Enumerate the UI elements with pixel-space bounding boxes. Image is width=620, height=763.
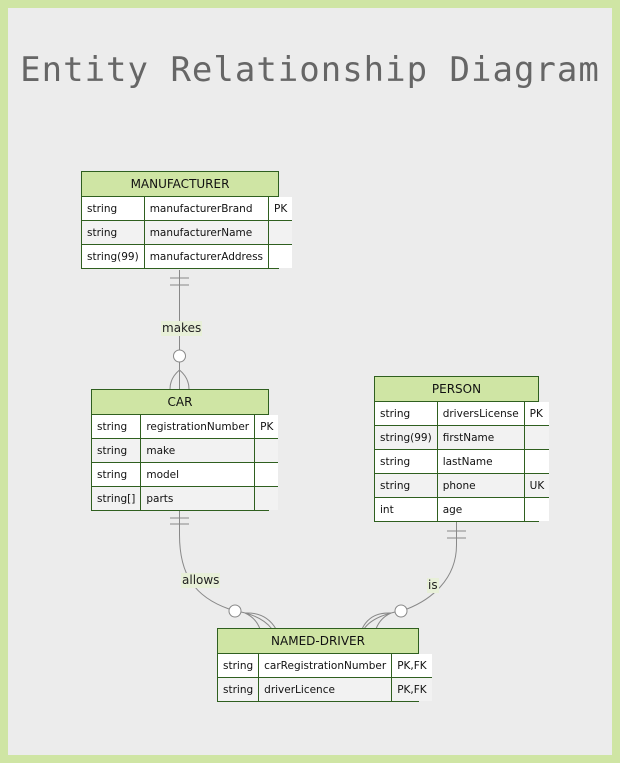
edge-makes-crow-left <box>169 369 180 390</box>
attribute-row: string manufacturerName <box>82 220 293 245</box>
attribute-key <box>524 425 550 450</box>
attribute-row: int age <box>375 497 550 521</box>
attribute-name: carRegistrationNumber <box>258 654 393 678</box>
attribute-row: string manufacturerBrand PK <box>82 197 293 221</box>
attribute-key <box>524 497 550 521</box>
attribute-type: string <box>92 415 142 439</box>
attribute-type: string <box>92 462 142 487</box>
edge-makes <box>169 270 190 390</box>
attribute-type: string <box>375 449 438 474</box>
attribute-name: model <box>140 462 256 487</box>
attribute-type: string <box>92 438 142 463</box>
edge-allows-crow-right <box>244 612 277 630</box>
attribute-key: PK <box>268 197 293 221</box>
edge-is <box>361 522 466 630</box>
attribute-row: string driverLicence PK,FK <box>218 677 432 701</box>
edge-allows-line-2 <box>240 611 273 630</box>
attribute-name: age <box>437 497 525 521</box>
edge-is-crow-left <box>361 612 392 630</box>
entity-named-driver-attributes: string carRegistrationNumber PK,FK strin… <box>218 654 432 701</box>
attribute-key: UK <box>524 473 550 498</box>
entity-car-name: CAR <box>92 390 268 415</box>
entity-manufacturer[interactable]: MANUFACTURER string manufacturerBrand PK… <box>81 171 293 269</box>
edge-is-crow-right <box>375 612 392 630</box>
edge-allows-line <box>179 510 230 610</box>
diagram-title: Entity Relationship Diagram <box>20 50 600 90</box>
attribute-type: string[] <box>92 486 142 510</box>
attribute-key: PK,FK <box>391 677 432 701</box>
attribute-row: string(99) firstName <box>375 425 550 450</box>
entity-person-attributes: string driversLicense PK string(99) firs… <box>375 402 550 521</box>
attribute-name: driversLicense <box>437 402 525 426</box>
edge-allows <box>170 510 277 630</box>
entity-named-driver[interactable]: NAMED-DRIVER string carRegistrationNumbe… <box>217 628 432 702</box>
edge-makes-zero-circle <box>173 349 186 363</box>
attribute-row: string registrationNumber PK <box>92 415 279 439</box>
attribute-key: PK <box>254 415 279 439</box>
edge-is-zero-circle <box>394 604 408 618</box>
attribute-name: firstName <box>437 425 525 450</box>
entity-manufacturer-attributes: string manufacturerBrand PK string manuf… <box>82 197 293 268</box>
attribute-key: PK <box>524 402 550 426</box>
attribute-key <box>268 220 293 245</box>
attribute-row: string lastName <box>375 449 550 474</box>
attribute-type: string <box>375 473 438 498</box>
edge-is-line-2 <box>363 611 396 630</box>
entity-car[interactable]: CAR string registrationNumber PK string … <box>91 389 279 511</box>
attribute-type: string <box>218 677 260 701</box>
edge-allows-zero-circle <box>228 604 242 618</box>
attribute-name: lastName <box>437 449 525 474</box>
attribute-row: string driversLicense PK <box>375 402 550 426</box>
relationship-label-allows[interactable]: allows <box>181 573 221 588</box>
attribute-type: string <box>218 654 260 678</box>
attribute-name: manufacturerBrand <box>144 197 270 221</box>
attribute-row: string carRegistrationNumber PK,FK <box>218 654 432 678</box>
attribute-name: make <box>140 438 256 463</box>
attribute-type: string <box>82 197 145 221</box>
attribute-name: manufacturerAddress <box>144 244 270 268</box>
attribute-name: parts <box>140 486 256 510</box>
attribute-name: phone <box>437 473 525 498</box>
attribute-row: string(99) manufacturerAddress <box>82 244 293 268</box>
attribute-row: string make <box>92 438 279 463</box>
relationship-label-is[interactable]: is <box>427 578 439 593</box>
attribute-row: string model <box>92 462 279 487</box>
attribute-type: int <box>375 497 438 521</box>
entity-person[interactable]: PERSON string driversLicense PK string(9… <box>374 376 550 522</box>
edge-makes-crow-right <box>179 369 190 390</box>
attribute-key <box>254 438 279 463</box>
attribute-row: string[] parts <box>92 486 279 510</box>
relationship-label-makes[interactable]: makes <box>161 321 203 336</box>
attribute-type: string(99) <box>375 425 438 450</box>
entity-named-driver-name: NAMED-DRIVER <box>218 629 418 654</box>
attribute-key <box>254 462 279 487</box>
attribute-key <box>268 244 293 268</box>
attribute-key <box>254 486 279 510</box>
attribute-row: string phone UK <box>375 473 550 498</box>
edge-is-line <box>406 522 457 610</box>
entity-car-attributes: string registrationNumber PK string make… <box>92 415 279 510</box>
entity-person-name: PERSON <box>375 377 538 402</box>
entity-manufacturer-name: MANUFACTURER <box>82 172 278 197</box>
attribute-type: string <box>82 220 145 245</box>
attribute-type: string <box>375 402 438 426</box>
attribute-type: string(99) <box>82 244 145 268</box>
attribute-name: driverLicence <box>258 677 393 701</box>
edge-allows-crow-left <box>244 612 261 630</box>
attribute-key: PK,FK <box>391 654 432 678</box>
attribute-key <box>524 449 550 474</box>
attribute-name: manufacturerName <box>144 220 270 245</box>
attribute-name: registrationNumber <box>140 415 256 439</box>
